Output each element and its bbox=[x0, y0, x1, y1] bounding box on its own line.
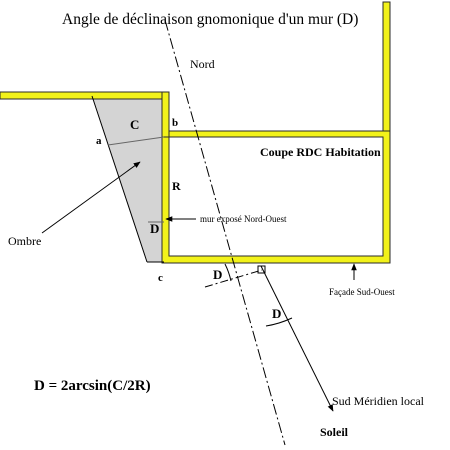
right-angle-marker bbox=[257, 265, 266, 274]
walls bbox=[0, 1, 391, 264]
label-sud-meridien: Sud Méridien local bbox=[332, 394, 425, 408]
label-d-wall: D bbox=[150, 221, 159, 236]
left-wall bbox=[0, 91, 167, 100]
shadow-pointer-arrow bbox=[41, 161, 141, 234]
angle-arc-left bbox=[224, 263, 232, 282]
diagram-title: Angle de déclinaison gnomonique d'un mur… bbox=[62, 11, 358, 28]
shadow-region bbox=[92, 96, 164, 262]
label-r: R bbox=[172, 179, 181, 193]
facade-normal-line bbox=[204, 269, 263, 288]
north-axis bbox=[164, 19, 286, 446]
upper-right-wall bbox=[382, 1, 391, 137]
label-facade: Façade Sud-Ouest bbox=[329, 287, 395, 297]
label-a: a bbox=[96, 135, 102, 147]
angle-arc-lower bbox=[265, 317, 293, 327]
label-d-mid: D bbox=[272, 306, 281, 321]
label-mur-expose: mur exposé Nord-Ouest bbox=[200, 214, 287, 224]
sun-direction-arrow bbox=[260, 265, 334, 412]
connecting-wall bbox=[161, 91, 170, 138]
label-b: b bbox=[172, 117, 178, 129]
label-soleil: Soleil bbox=[320, 425, 349, 439]
formula: D = 2arcsin(C/2R) bbox=[34, 378, 151, 394]
label-c-upper: C bbox=[130, 117, 139, 132]
chord-line bbox=[107, 136, 165, 146]
shadow-hypotenuse bbox=[91, 95, 148, 263]
label-nord: Nord bbox=[190, 57, 215, 71]
label-ombre: Ombre bbox=[8, 234, 41, 248]
label-coupe: Coupe RDC Habitation bbox=[260, 145, 381, 159]
label-c-lower: c bbox=[158, 272, 163, 284]
label-d-left: D bbox=[213, 267, 222, 282]
